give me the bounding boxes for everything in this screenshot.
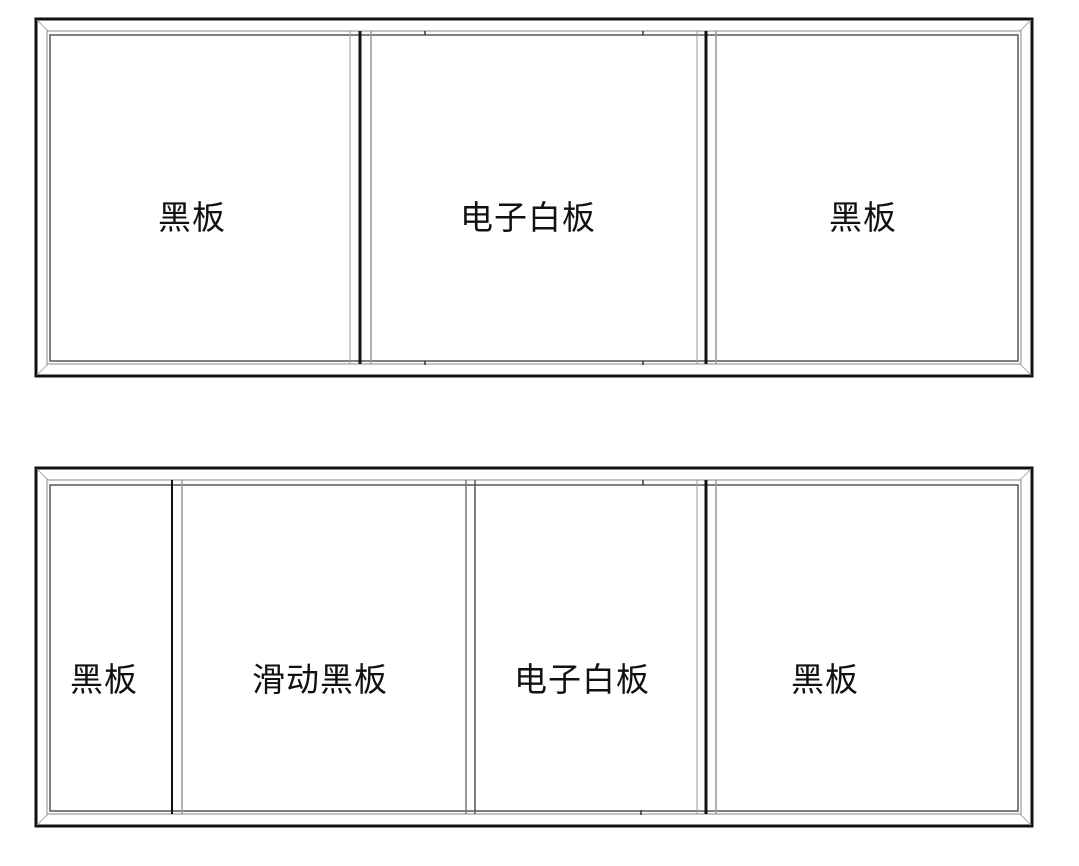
panel-label-electronic-whiteboard: 电子白板: [460, 198, 596, 237]
panel-label-blackboard-left: 黑板: [158, 198, 226, 237]
panel-label-blackboard-right: 黑板: [791, 660, 859, 699]
layout-top-frame: [34, 17, 1034, 378]
panel-label-sliding-blackboard: 滑动黑板: [252, 660, 388, 699]
panel-label-blackboard-left: 黑板: [70, 660, 138, 699]
panel-label-electronic-whiteboard: 电子白板: [514, 660, 650, 699]
panel-label-blackboard-right: 黑板: [829, 198, 897, 237]
layout-bottom-frame: [34, 466, 1034, 828]
